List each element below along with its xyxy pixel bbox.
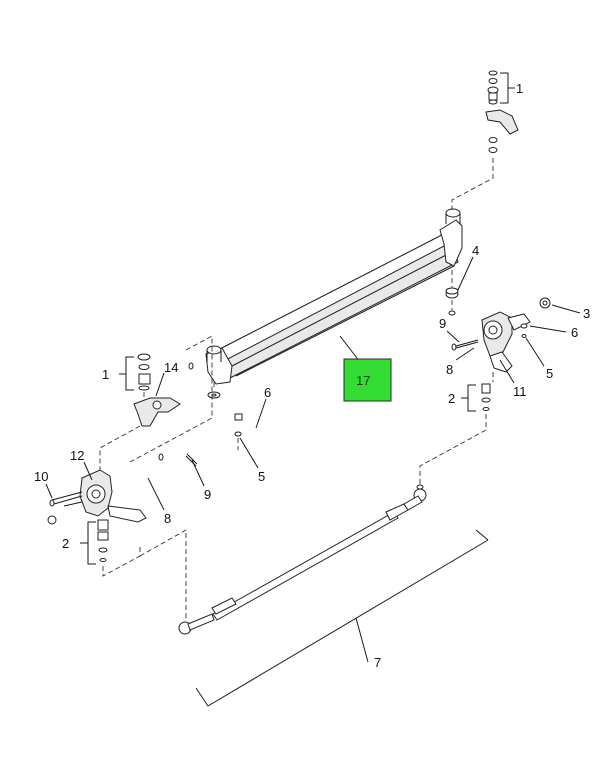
right-lower-stack (481, 383, 491, 411)
callout-1-left[interactable]: 1 (102, 367, 109, 382)
highlight-box-17[interactable] (343, 358, 392, 402)
left-small-parts (158, 391, 243, 467)
right-steering-knuckle (451, 311, 531, 373)
callout-14[interactable]: 14 (164, 360, 178, 375)
callout-1-top[interactable]: 1 (516, 81, 523, 96)
callout-8-left[interactable]: 8 (164, 511, 171, 526)
callout-9-right[interactable]: 9 (439, 316, 446, 331)
callout-12[interactable]: 12 (70, 448, 84, 463)
tie-rod-assembly (178, 484, 427, 635)
callout-6-mid[interactable]: 6 (264, 385, 271, 400)
right-kingpin-parts (485, 70, 519, 153)
callout-7[interactable]: 7 (374, 655, 381, 670)
callout-5-right[interactable]: 5 (546, 366, 553, 381)
callout-2-right[interactable]: 2 (448, 391, 455, 406)
callout-3[interactable]: 3 (583, 306, 590, 321)
assembly-guide-lines (99, 158, 494, 620)
callout-8-right[interactable]: 8 (446, 362, 453, 377)
left-kingpin-parts (133, 353, 194, 427)
front-axle-beam (205, 208, 463, 385)
callout-6-right[interactable]: 6 (571, 325, 578, 340)
callout-labels: 1 4 3 9 6 8 5 11 2 17 1 14 6 5 12 10 9 8… (34, 81, 590, 670)
callout-17[interactable]: 17 (356, 373, 370, 388)
left-steering-knuckle (47, 469, 147, 525)
callout-5-mid[interactable]: 5 (258, 469, 265, 484)
leader-lines (45, 72, 581, 707)
callout-9-left[interactable]: 9 (204, 487, 211, 502)
left-lower-stack (97, 519, 109, 562)
callout-2-left[interactable]: 2 (62, 536, 69, 551)
callout-4[interactable]: 4 (472, 243, 479, 258)
right-small-parts (445, 287, 551, 338)
callout-10[interactable]: 10 (34, 469, 48, 484)
callout-11[interactable]: 11 (513, 384, 527, 399)
